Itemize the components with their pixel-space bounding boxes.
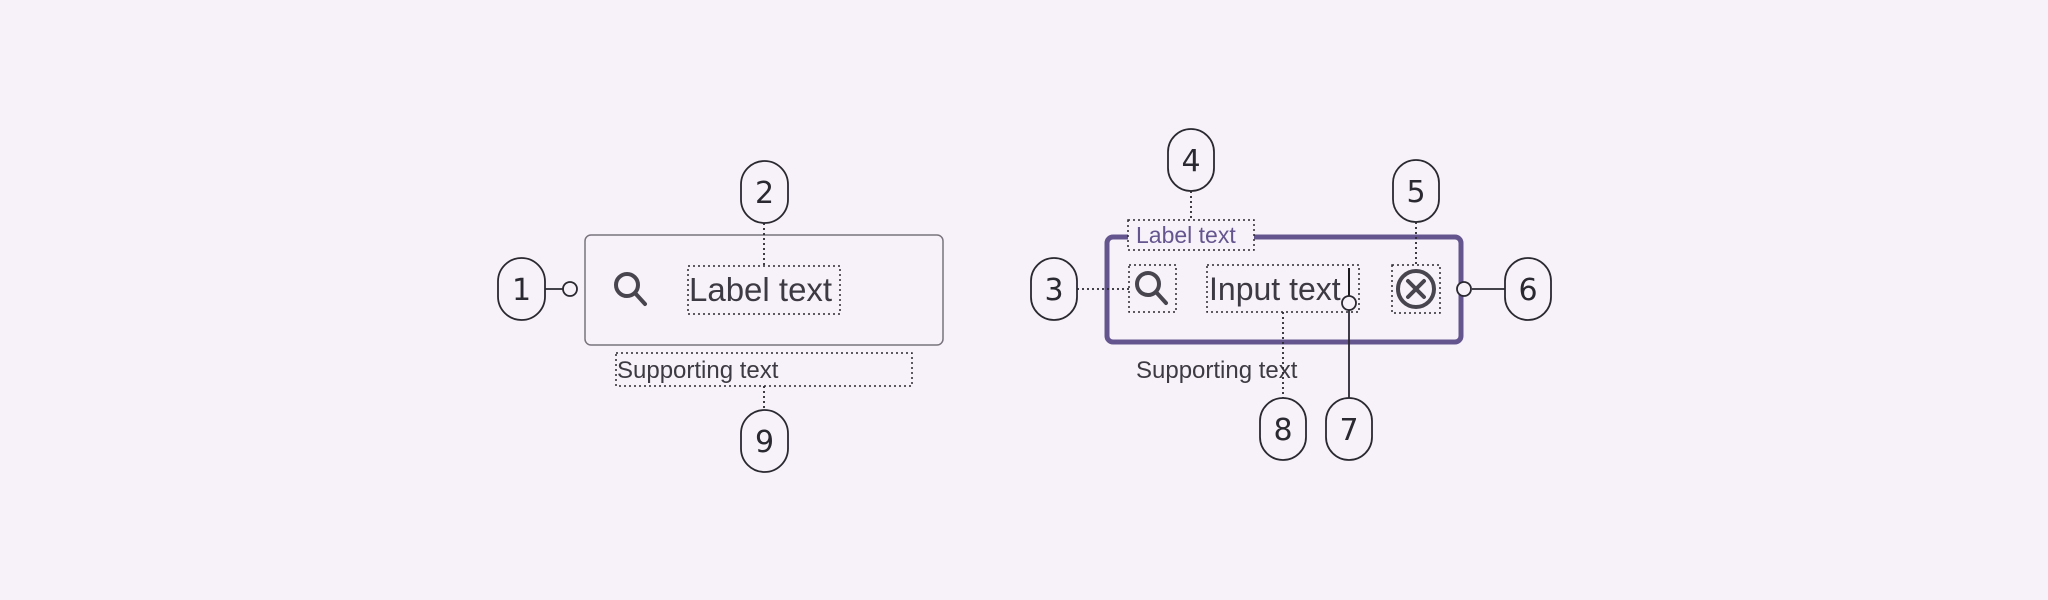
callout-9-label: 9 [755, 425, 774, 460]
callout-7: 7 [1325, 397, 1373, 461]
clear-circle-x-icon[interactable] [1396, 269, 1436, 309]
callout-2-label: 2 [755, 176, 774, 211]
outlined-supporting-text: Supporting text [617, 357, 779, 384]
floating-label-notch [1128, 220, 1254, 250]
callout-8: 8 [1259, 397, 1307, 461]
focused-text-field: Label text Input text Supporting text [1104, 219, 1464, 384]
callout-5: 5 [1392, 159, 1440, 223]
outlined-text-field: Label text Supporting text [584, 234, 944, 387]
callout-badges: 1 2 3 4 5 6 7 8 [497, 128, 1552, 473]
callout-3-label: 3 [1044, 273, 1063, 308]
callout-1: 1 [497, 257, 546, 321]
callout-anchor-dot [1341, 295, 1357, 311]
label-text-highlight [687, 265, 841, 315]
search-icon [1135, 271, 1168, 305]
trailing-icon-highlight [1391, 264, 1441, 314]
callout-8-label: 8 [1273, 413, 1292, 448]
callout-7-label: 7 [1339, 413, 1358, 448]
search-icon [614, 272, 647, 306]
callout-5-label: 5 [1406, 175, 1425, 210]
callout-leaders [545, 191, 1505, 410]
callout-9: 9 [740, 409, 789, 473]
callout-6: 6 [1504, 257, 1552, 321]
callout-4-label: 4 [1181, 144, 1200, 179]
input-text: Input text [1209, 271, 1341, 307]
leading-icon-highlight [1128, 264, 1177, 313]
callout-6-label: 6 [1518, 273, 1537, 308]
callout-2: 2 [740, 160, 789, 224]
callout-1-label: 1 [512, 273, 531, 308]
callout-anchor-dot [562, 281, 578, 297]
focused-supporting-text: Supporting text [1136, 357, 1298, 384]
callout-anchor-dot [1456, 281, 1472, 297]
floating-label-text: Label text [1136, 222, 1236, 248]
outlined-label-text: Label text [689, 271, 832, 308]
callout-4: 4 [1167, 128, 1215, 192]
floating-label-highlight [1127, 219, 1255, 251]
callout-3: 3 [1030, 257, 1078, 321]
